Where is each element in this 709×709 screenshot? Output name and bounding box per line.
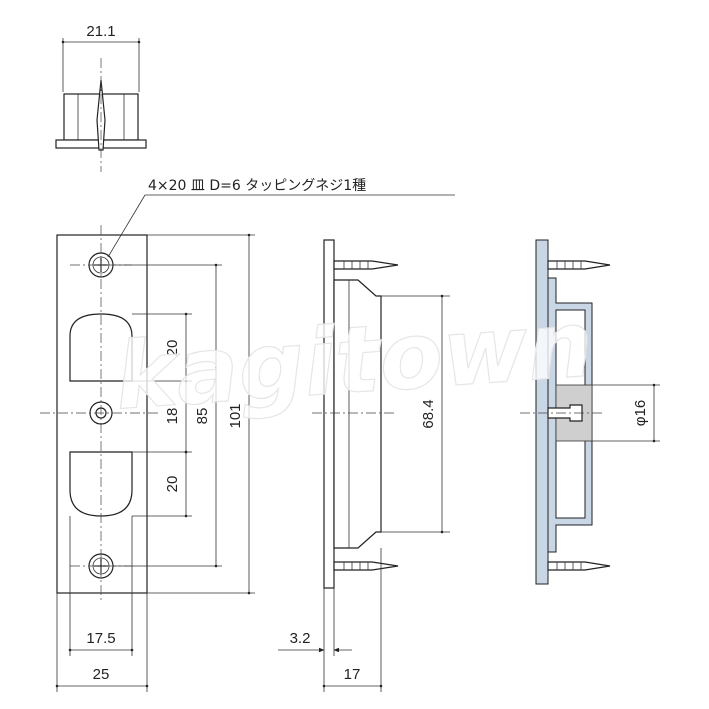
section-screw-upper [547, 260, 611, 270]
cup-gap-label: 18 [164, 408, 181, 425]
section-housing [547, 277, 593, 553]
upper-cup-label: 20 [164, 340, 181, 357]
plate-height-label: 101 [227, 403, 244, 428]
screw-note-leader [107, 194, 146, 258]
watermark-logo: kagitown [112, 290, 597, 430]
side-screw-lower [333, 561, 399, 571]
screw-note-label: 4×20 皿 D=6 タッピングネジ1種 [148, 178, 366, 194]
section-screw-lower [547, 561, 611, 571]
lower-cup-label: 20 [164, 476, 181, 493]
depth-label: 17 [344, 666, 361, 683]
bore-diameter-label: φ16 [632, 400, 649, 426]
plate-width-label: 25 [93, 666, 110, 683]
side-screw-upper [333, 260, 399, 270]
screw-pitch-label: 85 [194, 408, 211, 425]
plate-thickness-label: 3.2 [290, 630, 311, 647]
top-width-label: 21.1 [86, 23, 115, 40]
cup-width-label: 17.5 [86, 630, 115, 647]
section-view: φ16 [520, 239, 660, 585]
section-face-plate [535, 239, 549, 585]
body-length-label: 68.4 [420, 399, 437, 428]
front-view: 4×20 皿 D=6 タッピングネジ1種 20 18 20 85 101 17.… [40, 178, 455, 692]
side-view: 68.4 3.2 17 [278, 239, 450, 692]
top-view: 21.1 [55, 23, 147, 172]
